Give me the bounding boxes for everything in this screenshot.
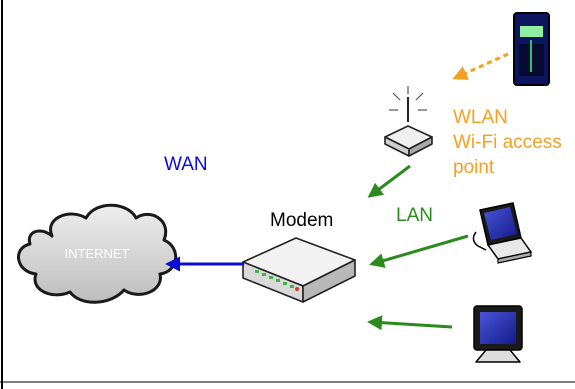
monitor-to-modem-arrow (367, 315, 453, 331)
wan-label: WAN (164, 154, 208, 175)
laptop-to-modem-arrow (369, 234, 469, 268)
modem-label: Modem (270, 210, 334, 231)
laptop-icon (472, 202, 532, 264)
lan-label: LAN (396, 205, 433, 226)
wifi-access-point-label: WLAN Wi-Fi access point (453, 105, 562, 180)
internet-label: INTERNET (65, 246, 130, 261)
wifi-access-point-icon (384, 86, 433, 157)
modem-icon (242, 237, 356, 303)
point-label-line: point (453, 157, 495, 178)
wireless-link-arrow (452, 52, 509, 80)
wifi-access-label-line: Wi-Fi access (453, 132, 562, 153)
internet-cloud-icon: INTERNET (17, 203, 177, 304)
desktop-monitor-icon (473, 305, 523, 363)
wlan-label-line: WLAN (453, 107, 508, 128)
access-point-to-modem-arrow (367, 164, 411, 198)
wireless-device-icon (513, 12, 550, 86)
